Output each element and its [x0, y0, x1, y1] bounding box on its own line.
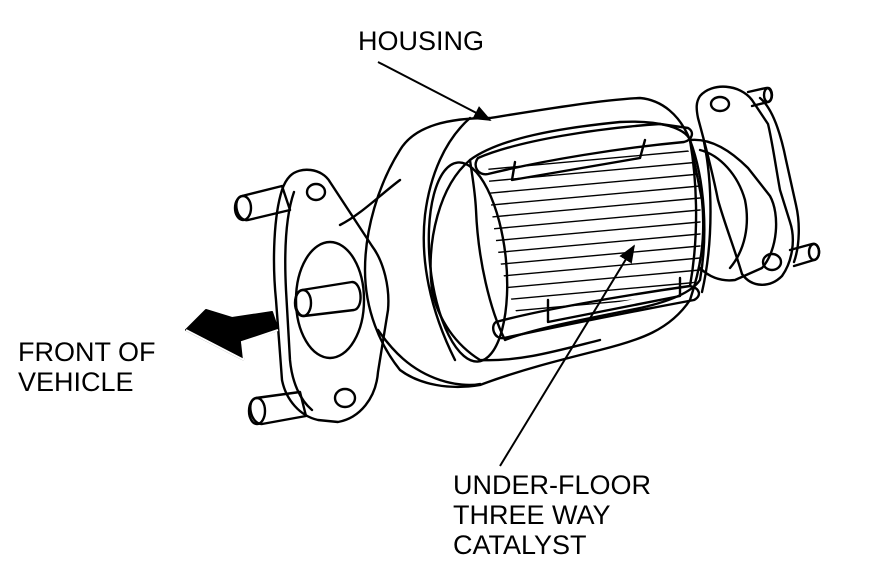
rear-outlet-pipe: [688, 138, 778, 282]
front-studs: [233, 184, 362, 426]
front-label-line-2: VEHICLE: [18, 367, 134, 397]
retaining-straps: [474, 122, 712, 340]
rear-flange: [695, 85, 800, 286]
front-of-vehicle-arrow: [185, 309, 279, 362]
catalyst-label-line-2: THREE WAY: [453, 500, 611, 530]
front-inlet-pipe: [338, 178, 482, 387]
catalyst-label: UNDER-FLOOR THREE WAY CATALYST: [453, 470, 651, 560]
catalyst-core: [427, 120, 706, 363]
rear-studs: [746, 86, 821, 268]
housing-shell: [363, 96, 705, 389]
front-of-vehicle-label: FRONT OF VEHICLE: [18, 337, 156, 397]
front-label-line-1: FRONT OF: [18, 337, 156, 367]
catalyst-label-line-1: UNDER-FLOOR: [453, 470, 652, 500]
housing-label-text: HOUSING: [358, 26, 485, 56]
front-flange: [272, 168, 390, 424]
catalyst-label-line-3: CATALYST: [453, 530, 587, 560]
catalyst-leader-line: [499, 244, 635, 467]
housing-leader-line: [377, 61, 492, 121]
catalyst-mesh: [488, 149, 701, 315]
housing-label: HOUSING: [358, 26, 484, 56]
